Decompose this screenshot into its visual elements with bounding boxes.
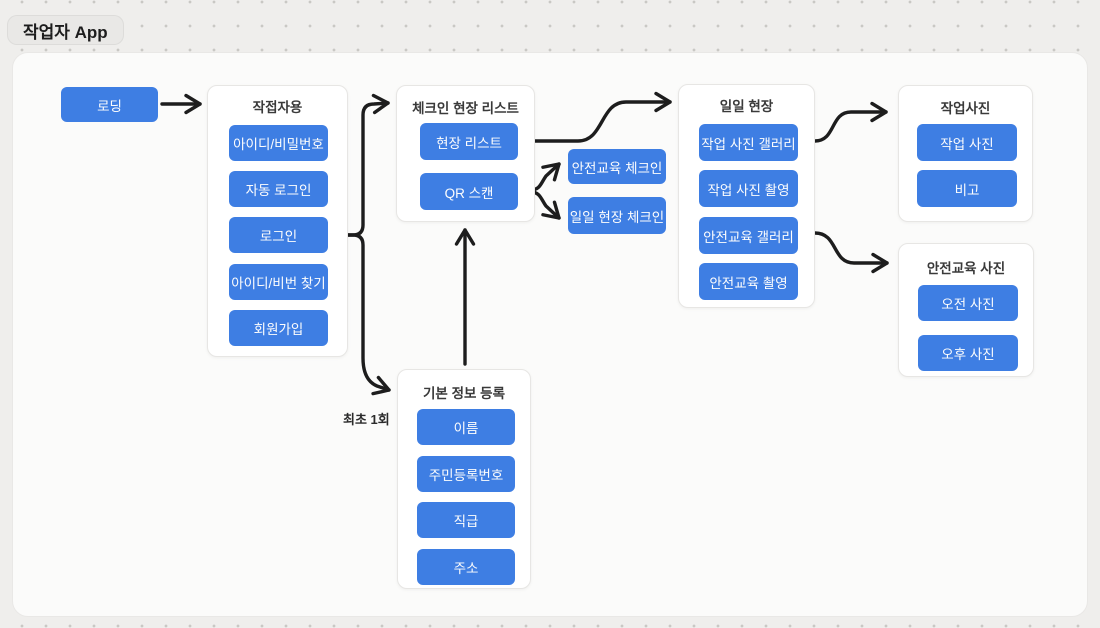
button-note[interactable]: 비고 [917,170,1017,207]
diagram-title: 작업자 App [23,22,108,42]
group-work-photo: 작업사진 작업 사진 비고 [898,85,1033,222]
group-checkin-site-list-title: 체크인 현장 리스트 [412,101,519,116]
group-worker-login: 작접자용 아이디/비밀번호 자동 로그인 로그인 아이디/비번 찾기 회원가입 [207,85,348,357]
button-daily-site-checkin[interactable]: 일일 현장 체크인 [568,197,666,234]
node-loading[interactable]: 로딩 [61,87,158,122]
group-work-photo-title: 작업사진 [940,101,991,116]
button-login[interactable]: 로그인 [229,217,328,253]
button-signup[interactable]: 회원가입 [229,310,328,346]
diagram-title-badge: 작업자 App [7,15,124,45]
group-checkin-site-list: 체크인 현장 리스트 현장 리스트 QR 스캔 [396,85,535,222]
button-resident-number[interactable]: 주민등록번호 [417,456,515,492]
button-work-photo-gallery[interactable]: 작업 사진 갤러리 [699,124,798,161]
button-name[interactable]: 이름 [417,409,515,445]
group-daily-site-title: 일일 현장 [719,99,774,114]
button-morning-photo[interactable]: 오전 사진 [918,285,1018,321]
button-address[interactable]: 주소 [417,549,515,585]
label-first-time: 최초 1회 [343,412,390,427]
button-safety-training-checkin[interactable]: 안전교육 체크인 [568,149,666,184]
button-work-photo[interactable]: 작업 사진 [917,124,1017,161]
button-work-photo-capture[interactable]: 작업 사진 촬영 [699,170,798,207]
group-worker-login-title: 작접자용 [252,100,303,115]
button-auto-login[interactable]: 자동 로그인 [229,171,328,207]
group-safety-training-photo-title: 안전교육 사진 [926,261,1006,276]
group-basic-info-title: 기본 정보 등록 [422,386,506,401]
button-find-id-password[interactable]: 아이디/비번 찾기 [229,264,328,300]
group-daily-site: 일일 현장 작업 사진 갤러리 작업 사진 촬영 안전교육 갤러리 안전교육 촬… [678,84,815,308]
button-safety-training-capture[interactable]: 안전교육 촬영 [699,263,798,300]
group-safety-training-photo: 안전교육 사진 오전 사진 오후 사진 [898,243,1034,377]
button-rank[interactable]: 직급 [417,502,515,538]
button-safety-training-gallery[interactable]: 안전교육 갤러리 [699,217,798,254]
button-qr-scan[interactable]: QR 스캔 [420,173,518,210]
button-id-password[interactable]: 아이디/비밀번호 [229,125,328,161]
button-site-list[interactable]: 현장 리스트 [420,123,518,160]
button-afternoon-photo[interactable]: 오후 사진 [918,335,1018,371]
group-basic-info: 기본 정보 등록 이름 주민등록번호 직급 주소 [397,369,531,589]
